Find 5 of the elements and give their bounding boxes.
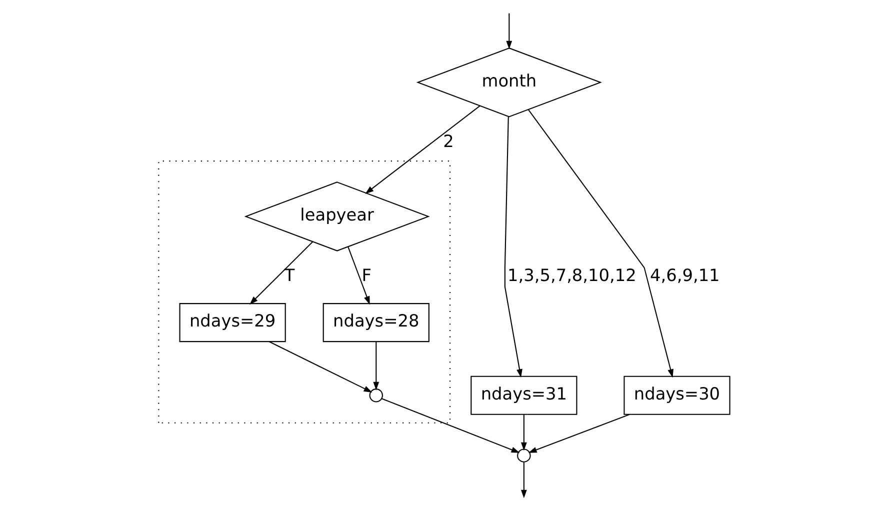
edge-label: 1,3,5,7,8,10,12 xyxy=(508,265,636,286)
edge-label: 4,6,9,11 xyxy=(650,265,720,286)
edge-label: 2 xyxy=(443,131,454,152)
edge-label: F xyxy=(362,265,372,286)
edge-label: T xyxy=(284,265,295,286)
